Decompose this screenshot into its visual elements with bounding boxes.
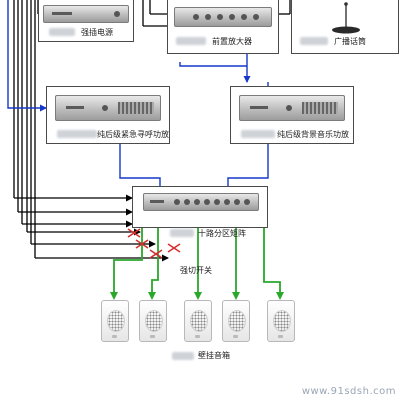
rack-unit-icon xyxy=(55,95,161,121)
power-unit-box: 强插电源 xyxy=(38,0,134,42)
power-label: 强插电源 xyxy=(81,28,113,37)
black-signal-lines xyxy=(13,0,291,262)
rack-unit-icon xyxy=(143,193,259,211)
rack-unit-icon xyxy=(174,7,272,27)
wall-speaker-icon xyxy=(101,300,129,342)
watermark: www.91sdsh.com xyxy=(301,386,396,397)
wall-speaker-icon xyxy=(267,300,295,342)
wall-speaker-icon xyxy=(139,300,167,342)
mic-label: 广播话筒 xyxy=(334,37,366,46)
switch-cross-icon xyxy=(127,228,181,259)
wall-speaker-icon xyxy=(222,300,250,342)
emergency-amp-box: 纯后级紧急寻呼功放 xyxy=(46,86,170,144)
microphone-icon xyxy=(332,2,360,34)
rack-unit-icon xyxy=(43,5,129,23)
speaker-label: 壁挂音箱 xyxy=(198,351,230,360)
music-amp-box: 纯后级背景音乐功放 xyxy=(230,86,354,144)
switch-label: 强切开关 xyxy=(180,266,212,275)
music-amp-label: 纯后级背景音乐功放 xyxy=(277,130,349,139)
green-output-lines xyxy=(110,226,284,300)
preamp-box: 前置放大器 xyxy=(167,0,279,54)
matrix-label: 十路分区矩阵 xyxy=(198,229,246,238)
matrix-box xyxy=(132,186,268,228)
emergency-amp-label: 纯后级紧急寻呼功放 xyxy=(97,130,169,139)
preamp-label: 前置放大器 xyxy=(212,37,252,46)
rack-unit-icon xyxy=(239,95,345,121)
wall-speaker-icon xyxy=(184,300,212,342)
microphone-box: 广播话筒 xyxy=(291,0,399,54)
